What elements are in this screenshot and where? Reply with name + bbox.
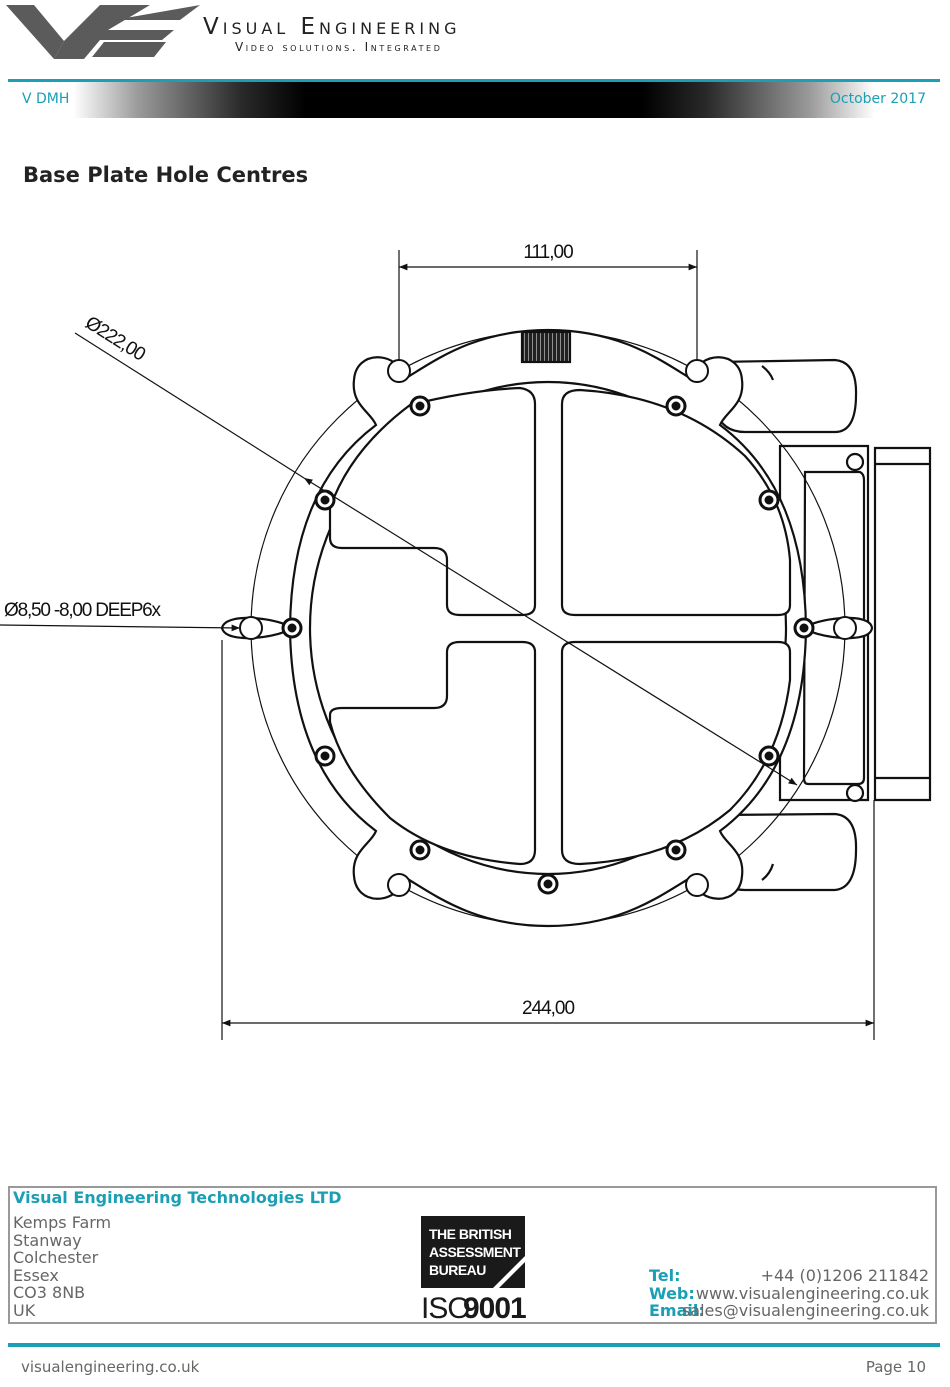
- tel-number[interactable]: +44 (0)1206 211842: [760, 1266, 929, 1285]
- web-link[interactable]: www.visualengineering.co.uk: [695, 1283, 929, 1303]
- company-logo: [6, 5, 200, 59]
- page-number: Page 10: [865, 1358, 926, 1376]
- email-label: Email:: [649, 1301, 705, 1320]
- address-line: CO3 8NB: [13, 1283, 86, 1302]
- email-link[interactable]: sales@visualengineering.co.uk: [681, 1301, 929, 1320]
- tel-label: Tel:: [649, 1266, 681, 1285]
- bab-iso-9001-certification-logo: THE BRITISH ASSESSMENT BUREAU ISO 9001: [421, 1216, 526, 1322]
- address-line: Stanway: [13, 1230, 82, 1250]
- address-line: Kemps Farm: [13, 1213, 112, 1232]
- dimension-hole-label: Ø8,50 -8,00 DEEP6x: [4, 600, 162, 621]
- footer-website[interactable]: visualengineering.co.uk: [21, 1358, 200, 1376]
- header-rule: [8, 79, 940, 82]
- web-label: Web:: [649, 1283, 695, 1303]
- base-plate-drawing: 111,00 Ø222,00 Ø8,50 -8,00 DEEP6x 244,00: [0, 242, 932, 1040]
- iso-prefix: ISO: [421, 1292, 470, 1322]
- address-line: Essex: [13, 1265, 59, 1285]
- dimension-bottom-label: 244,00: [522, 998, 575, 1019]
- document-code: V DMH: [22, 91, 70, 107]
- cert-line-3: BUREAU: [429, 1262, 486, 1278]
- dimension-top-label: 111,00: [523, 242, 573, 263]
- section-title: Base Plate Hole Centres: [23, 163, 309, 187]
- iso-number: 9001: [463, 1292, 526, 1322]
- contact-values: +44 (0)1206 211842 www.visualengineering…: [682, 1267, 929, 1320]
- company-address: Kemps Farm Stanway Colchester Essex CO3 …: [13, 1214, 111, 1319]
- contact-labels: Tel: Web: Email:: [649, 1267, 705, 1320]
- company-name: Visual Engineering Technologies LTD: [13, 1188, 342, 1207]
- address-line: UK: [13, 1300, 36, 1320]
- dimension-diameter-label: Ø222,00: [81, 312, 148, 365]
- footer-rule: [8, 1343, 940, 1347]
- footer-box: [8, 1186, 937, 1324]
- screw-holes: [239, 359, 857, 897]
- side-fittings: [713, 358, 932, 892]
- brand-name: Visual Engineering: [203, 14, 461, 40]
- cert-line-1: THE BRITISH: [429, 1226, 512, 1242]
- header-band: [8, 82, 940, 118]
- dimension-lines: [0, 250, 875, 1040]
- document-date: October 2017: [829, 91, 926, 107]
- address-line: Colchester: [13, 1248, 99, 1267]
- cert-line-2: ASSESSMENT: [429, 1244, 521, 1260]
- brand-tagline: Video solutions. Integrated: [235, 40, 443, 54]
